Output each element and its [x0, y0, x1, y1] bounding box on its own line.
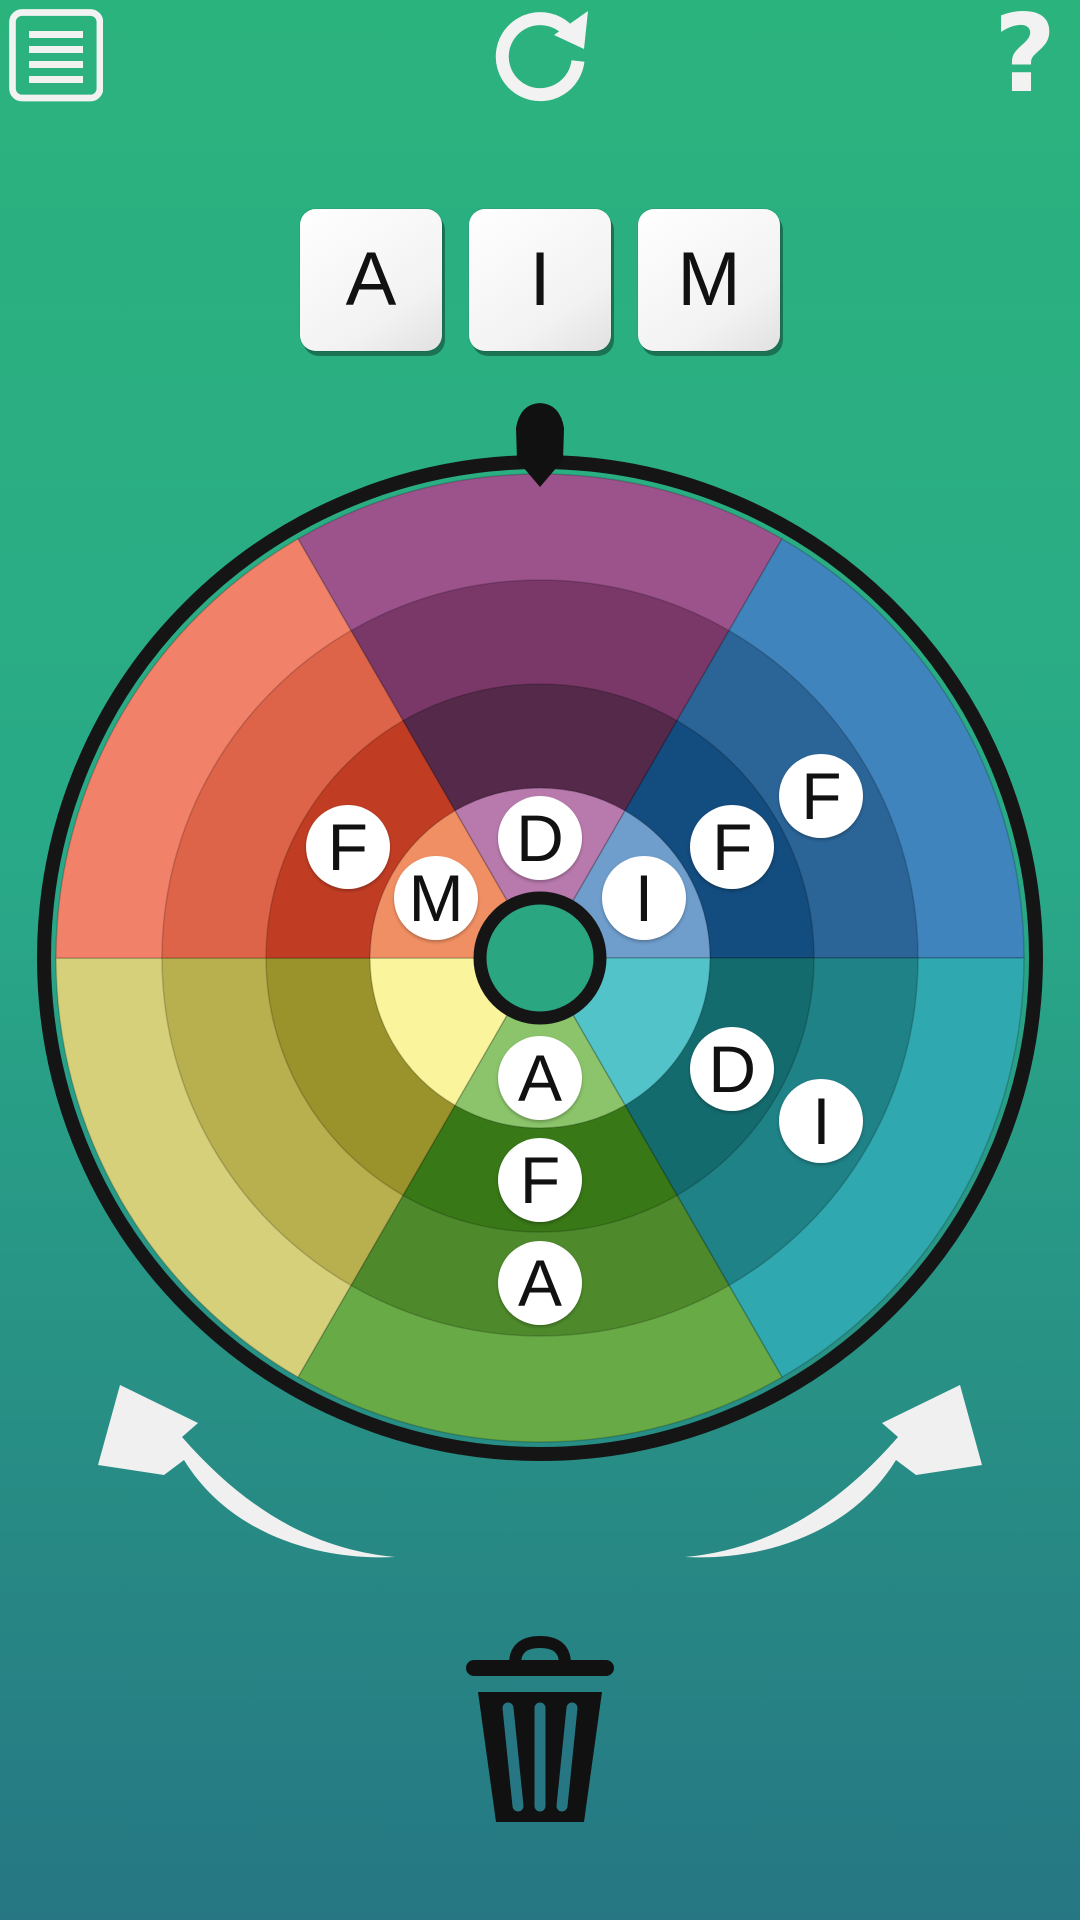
wheel-hub: [473, 891, 607, 1025]
letter-token[interactable]: F: [690, 805, 775, 889]
word-tile: A: [300, 209, 442, 351]
rotate-left-button[interactable]: [90, 1365, 410, 1565]
letter-token[interactable]: F: [305, 805, 390, 889]
letter-token[interactable]: D: [498, 796, 582, 880]
letter-token[interactable]: F: [498, 1138, 582, 1222]
letter-token[interactable]: A: [498, 1241, 582, 1325]
word-tile: M: [638, 209, 780, 351]
current-word: A I M: [300, 209, 780, 355]
word-tile: I: [469, 209, 611, 351]
menu-icon: [9, 9, 103, 102]
letter-token[interactable]: I: [779, 1078, 864, 1163]
help-button[interactable]: ?: [970, 0, 1080, 110]
trash-icon: [466, 1635, 614, 1822]
menu-button[interactable]: [0, 0, 110, 110]
letter-token[interactable]: A: [498, 1036, 582, 1120]
rotate-right-arrow-icon: [685, 1385, 982, 1558]
letter-token[interactable]: M: [394, 856, 479, 940]
refresh-icon: [495, 11, 588, 102]
letter-token[interactable]: I: [601, 856, 686, 940]
rotate-left-arrow-icon: [98, 1385, 395, 1558]
rotate-right-button[interactable]: [670, 1365, 990, 1565]
trash-button[interactable]: [460, 1630, 620, 1830]
wheel-pointer: [516, 403, 564, 487]
letter-token[interactable]: F: [779, 753, 864, 838]
wheel-sectors: [55, 473, 1025, 1443]
refresh-button[interactable]: [485, 0, 595, 110]
letter-token[interactable]: D: [690, 1027, 775, 1111]
help-icon: ?: [993, 0, 1057, 117]
